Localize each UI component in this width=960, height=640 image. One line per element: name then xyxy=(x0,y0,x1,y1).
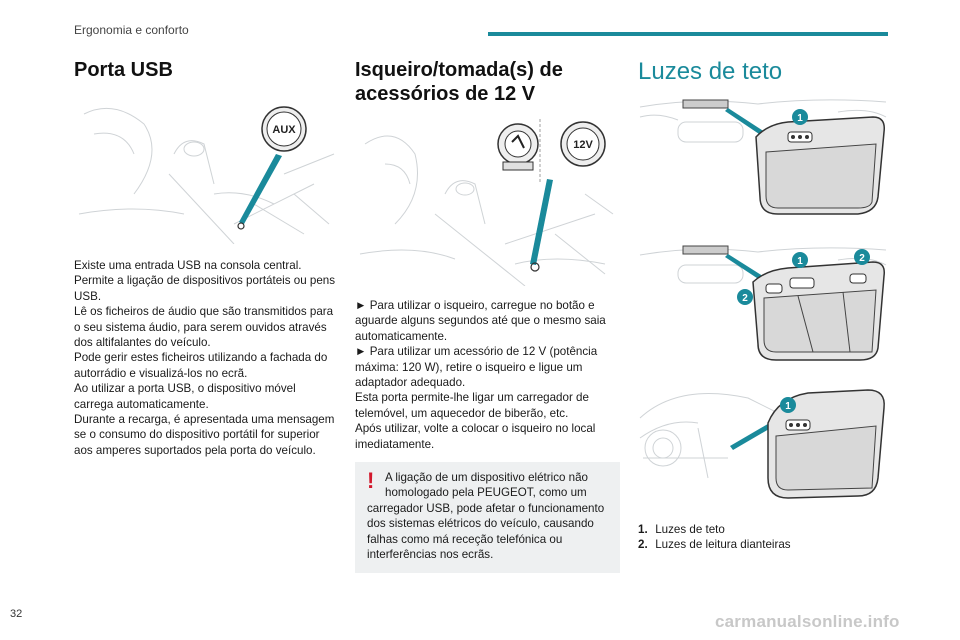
exclamation-icon: ! xyxy=(367,468,375,494)
ceiling-light-figure-2: 1 2 2 xyxy=(638,240,888,370)
paragraph: Pode gerir estes ficheiros utilizando a … xyxy=(74,351,328,380)
paragraph: Durante a recarga, é apresentada uma men… xyxy=(74,413,335,457)
callout-2-badge xyxy=(737,289,753,305)
usb-body: Existe uma entrada USB na consola centra… xyxy=(74,258,336,458)
paragraph: ► Para utilizar um acessório de 12 V (po… xyxy=(355,345,598,390)
paragraph: Esta porta permite-lhe ligar um carregad… xyxy=(355,391,589,420)
lighter-body: ► Para utilizar o isqueiro, carregue no … xyxy=(355,298,620,452)
usb-figure: AUX xyxy=(74,94,336,244)
callout-1-label: 1 xyxy=(797,113,803,124)
12v-label: 12V xyxy=(573,139,593,151)
page-number: 32 xyxy=(10,608,23,620)
callout-2-badge xyxy=(854,249,870,265)
usb-title: Porta USB xyxy=(74,59,173,81)
callout-1-badge xyxy=(780,397,796,413)
legend-item: 1. Luzes de teto xyxy=(638,523,725,536)
legend: 1. Luzes de teto 2. Luzes de leitura dia… xyxy=(638,522,888,553)
aux-label: AUX xyxy=(272,124,296,136)
warning-rest: carregador USB, pode afetar o funcioname… xyxy=(367,501,605,562)
callout-1-badge xyxy=(792,109,808,125)
usb-section: Porta USB AUX Existe uma entra xyxy=(74,58,336,458)
ceiling-light-figure-1: 1 xyxy=(638,92,888,232)
callout-1-label: 1 xyxy=(797,256,803,267)
paragraph: Lê os ficheiros de áudio que são transmi… xyxy=(74,305,334,350)
callout-2-label: 2 xyxy=(859,253,865,264)
callout-2-label: 2 xyxy=(742,293,748,304)
header-accent-bar xyxy=(488,32,888,36)
callout-1-badge xyxy=(792,252,808,268)
paragraph: Ao utilizar a porta USB, o dispositivo m… xyxy=(74,382,296,411)
paragraph: Após utilizar, volte a colocar o isqueir… xyxy=(355,422,596,451)
warning-first-line: A ligação de um dispositivo elétrico não… xyxy=(385,471,589,500)
ceiling-lights-section: Luzes de teto 1 xyxy=(638,58,888,553)
paragraph: ► Para utilizar o isqueiro, carregue no … xyxy=(355,299,606,343)
watermark: carmanualsonline.info xyxy=(715,612,900,631)
section-header: Ergonomia e conforto xyxy=(74,23,189,37)
ceiling-lights-title: Luzes de teto xyxy=(638,58,783,85)
callout-1-label: 1 xyxy=(785,401,791,412)
legend-item: 2. Luzes de leitura dianteiras xyxy=(638,538,791,552)
lighter-figure: 12V xyxy=(355,114,617,286)
paragraph: Permite a ligação de dispositivos portát… xyxy=(74,274,336,303)
warning-box: ! A ligação de um dispositivo elétrico n… xyxy=(355,462,620,573)
ceiling-light-figure-3: 1 xyxy=(638,378,888,508)
paragraph: Existe uma entrada USB na consola centra… xyxy=(74,259,302,272)
lighter-section: Isqueiro/tomada(s) de acessórios de 12 V xyxy=(355,58,620,573)
lighter-title: Isqueiro/tomada(s) de acessórios de 12 V xyxy=(355,59,563,105)
